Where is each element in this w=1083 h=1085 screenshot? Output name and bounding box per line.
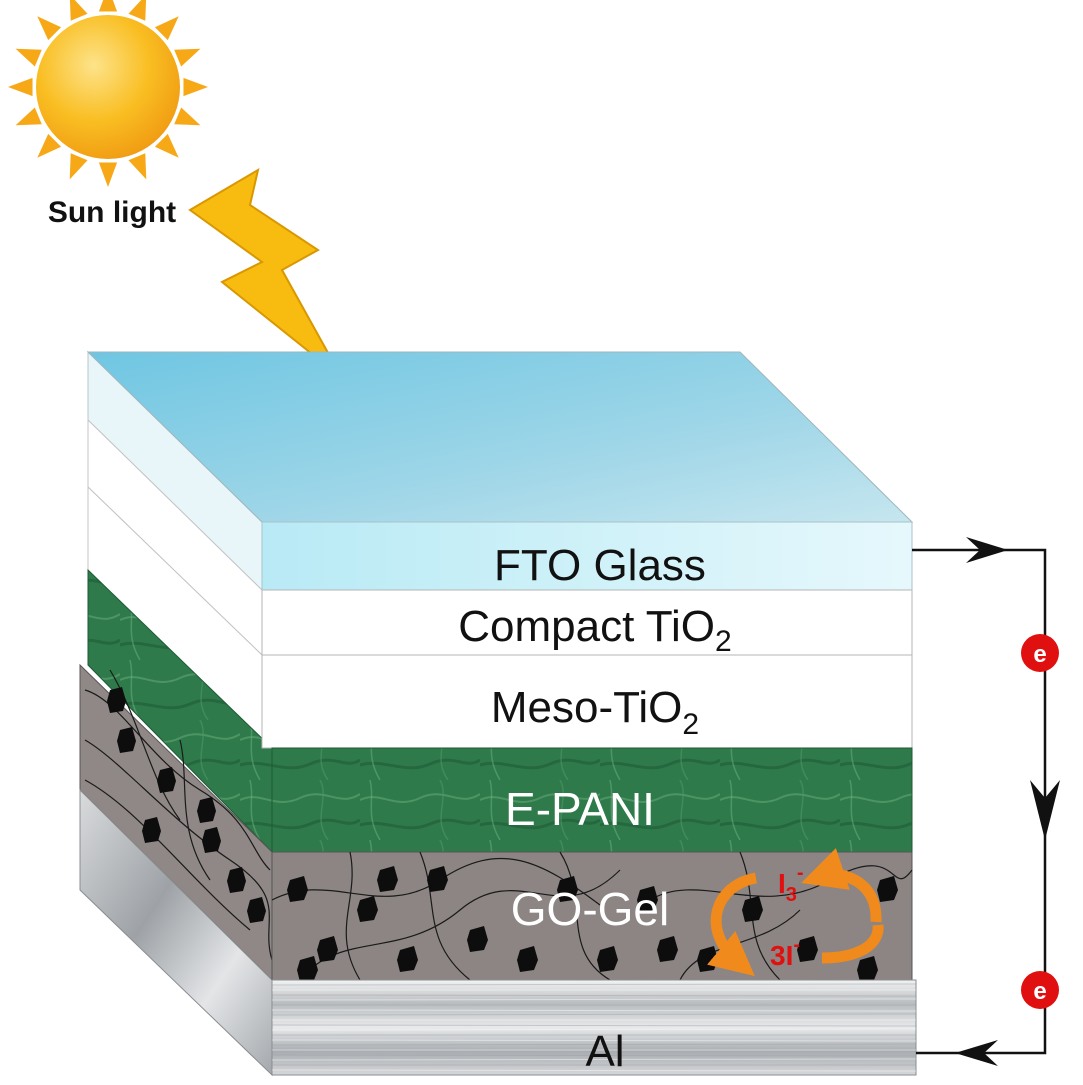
go-flake	[517, 946, 538, 972]
sun-ray	[154, 16, 179, 41]
brushed-streak	[271, 1024, 917, 1027]
go-flake	[877, 876, 898, 902]
aluminum-streaks	[271, 983, 917, 1072]
arrow-down-icon	[1030, 780, 1060, 840]
brushed-streak	[271, 1028, 917, 1031]
go-flake	[467, 926, 488, 952]
go-flake	[107, 687, 126, 713]
arrow-left-icon	[955, 1040, 998, 1066]
electron-marker-upper: e	[1021, 634, 1059, 672]
sun-ray	[174, 48, 201, 67]
go-flake	[637, 886, 658, 912]
e-pani-label: E-PANI	[505, 783, 655, 835]
go-flake	[377, 866, 398, 892]
go-flake	[227, 867, 246, 893]
brushed-streak	[271, 1043, 917, 1046]
brushed-streak	[271, 1013, 917, 1016]
e-pani-layer	[271, 747, 913, 853]
brushed-streak	[271, 1039, 917, 1042]
external-circuit: e e	[912, 537, 1060, 1066]
3i-minus-label: 3I-	[770, 934, 800, 971]
redox-cycle: I3- 3I-	[706, 848, 884, 977]
circuit-wire	[912, 548, 1047, 1055]
sun-ray	[183, 77, 208, 97]
sun-ray	[37, 133, 62, 158]
graphene-fiber	[559, 851, 611, 981]
sun-ray	[128, 153, 147, 180]
go-flake	[197, 797, 216, 823]
meso-tio2-label: Meso-TiO2	[491, 683, 699, 741]
arrow-right-icon	[966, 537, 1008, 563]
redox-arrow-left-icon	[706, 872, 758, 977]
go-flake	[287, 876, 308, 902]
go-flake	[202, 827, 221, 853]
brushed-streak	[271, 1069, 917, 1072]
go-flake	[597, 946, 618, 972]
graphene-fiber	[345, 851, 361, 981]
go-flake	[557, 876, 578, 902]
go-flake	[247, 897, 266, 923]
go-flake	[797, 936, 818, 962]
compact-tio2-layer	[261, 589, 913, 656]
graphene-fiber	[84, 739, 273, 961]
aluminum-label: Al	[585, 1027, 624, 1076]
go-flake	[317, 936, 338, 962]
go-flake	[742, 896, 763, 922]
fto-glass-layer	[261, 521, 913, 591]
sun-icon	[8, 0, 208, 187]
graphene-fiber	[179, 739, 211, 881]
sun-ray	[15, 48, 42, 67]
graphene-fiber	[419, 851, 471, 981]
sun-ray	[128, 0, 147, 21]
electron-marker-lower: e	[1021, 971, 1059, 1009]
brushed-streak	[271, 998, 917, 1001]
go-gel-label: GO-Gel	[511, 883, 669, 935]
go-flake	[397, 946, 418, 972]
sun-ray	[174, 107, 201, 126]
sun-ray	[15, 107, 42, 126]
redox-arrow-upper-icon	[801, 848, 882, 923]
svg-text:e: e	[1033, 978, 1046, 1005]
sun-ray	[98, 162, 118, 187]
lightning-bolt-icon	[188, 167, 343, 379]
go-flake	[657, 936, 678, 962]
brushed-streak	[271, 983, 917, 986]
sun-light-label: Sun light	[48, 196, 176, 229]
brushed-streak	[271, 1009, 917, 1012]
go-flake	[427, 866, 448, 892]
gel-side-texture	[84, 669, 273, 961]
svg-text:e: e	[1033, 641, 1046, 668]
go-flake	[857, 956, 878, 982]
sun-ray	[37, 16, 62, 41]
sun-ray	[69, 0, 88, 21]
compact-tio2-label: Compact TiO2	[458, 602, 731, 658]
go-flake	[157, 767, 176, 793]
redox-arrow-lower-icon	[821, 924, 884, 964]
go-flake	[142, 817, 161, 843]
brushed-streak	[271, 1054, 917, 1057]
go-flake	[117, 727, 136, 753]
brushed-streak	[271, 994, 917, 997]
sun-ray	[98, 0, 118, 12]
sun-disc	[36, 15, 180, 159]
go-flake	[297, 956, 318, 982]
sun-ray	[69, 153, 88, 180]
i3-minus-label: I3-	[778, 862, 804, 906]
brushed-streak	[271, 1058, 917, 1061]
graphene-fiber	[84, 779, 251, 931]
sun-ray	[154, 133, 179, 158]
aluminum-layer	[271, 979, 917, 1076]
meso-tio2-layer	[261, 654, 913, 749]
sun-ray	[8, 77, 33, 97]
go-flake	[357, 896, 378, 922]
fto-glass-label: FTO Glass	[494, 541, 706, 590]
